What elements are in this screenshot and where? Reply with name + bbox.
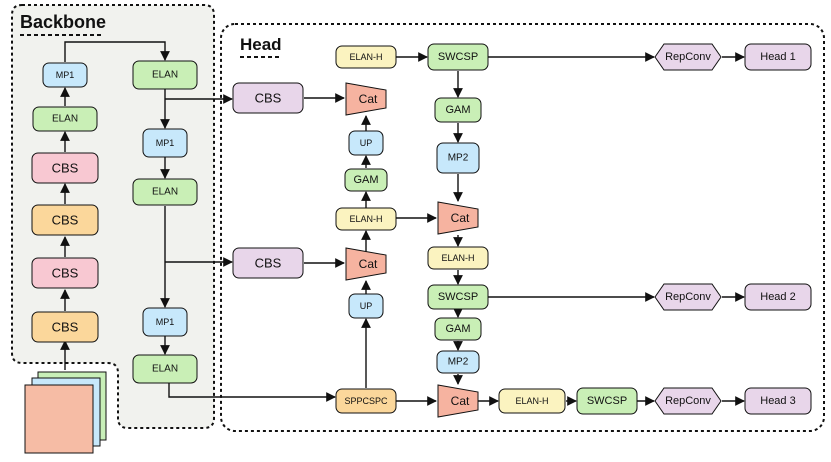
node-label: Cat: [359, 257, 378, 271]
node-label: Cat: [359, 92, 378, 106]
node-label: GAM: [445, 104, 470, 116]
edge-arrow: [64, 41, 170, 62]
node-label: CBS: [52, 161, 79, 176]
node-label: ELAN: [152, 364, 178, 375]
node-label: UP: [360, 301, 373, 311]
node-bb-cbs4: CBS: [31, 311, 99, 343]
node-h-gam-left: GAM: [344, 168, 388, 192]
node-h-gam2: GAM: [434, 317, 482, 341]
node-h-gam1: GAM: [434, 97, 482, 123]
node-h-cbs-top: CBS: [232, 82, 304, 114]
node-label: CBS: [52, 213, 79, 228]
node-h-sppcspc: SPPCSPC: [335, 388, 397, 414]
node-h-cat4: Cat: [437, 384, 479, 418]
node-h-swcsp1: SWCSP: [427, 43, 489, 71]
node-h-mp2-1: MP2: [436, 142, 480, 174]
node-bb-mp1-a: MP1: [42, 62, 88, 88]
node-h-up1: UP: [348, 130, 384, 156]
node-h-up2: UP: [348, 293, 384, 319]
node-label: Head 3: [760, 395, 795, 407]
node-label: MP1: [156, 317, 175, 327]
node-label: MP2: [448, 357, 469, 368]
node-h-head2: Head 2: [744, 283, 812, 311]
node-bb-elan-d: ELAN: [132, 354, 198, 384]
backbone-title: Backbone: [20, 12, 106, 32]
node-h-cbs-mid: CBS: [232, 247, 304, 279]
node-h-head1: Head 1: [744, 43, 812, 71]
node-label: UP: [360, 138, 373, 148]
node-label: MP2: [448, 153, 469, 164]
node-label: ELAN: [152, 187, 178, 198]
node-label: RepConv: [665, 395, 711, 407]
node-h-elanh-c: ELAN-H: [427, 246, 489, 270]
node-h-elanh-top: ELAN-H: [335, 45, 397, 69]
node-bb-cbs2: CBS: [31, 204, 99, 236]
node-label: SWCSP: [438, 51, 478, 63]
node-label: CBS: [255, 91, 282, 106]
node-h-cat3: Cat: [437, 201, 479, 235]
node-bb-cbs3: CBS: [31, 257, 99, 289]
node-label: CBS: [52, 320, 79, 335]
node-label: Head 2: [760, 291, 795, 303]
node-h-elanh-mid: ELAN-H: [335, 207, 397, 231]
node-label: ELAN-H: [515, 396, 548, 406]
input-image-stack: [24, 371, 107, 454]
head-region: [220, 23, 825, 432]
node-label: ELAN-H: [441, 253, 474, 263]
node-label: Cat: [451, 211, 470, 225]
node-label: MP1: [56, 70, 75, 80]
node-h-repconv2: RepConv: [654, 283, 722, 311]
node-label: ELAN-H: [349, 52, 382, 62]
node-h-swcsp3: SWCSP: [576, 387, 638, 415]
node-label: ELAN-H: [349, 214, 382, 224]
node-h-swcsp2: SWCSP: [427, 284, 489, 310]
node-bb-cbs1: CBS: [31, 152, 99, 184]
node-h-head3: Head 3: [744, 387, 812, 415]
edge-arrow: [168, 383, 336, 402]
node-bb-mp1-b: MP1: [142, 128, 188, 158]
node-label: GAM: [353, 174, 378, 186]
node-bb-elan-c: ELAN: [132, 178, 198, 206]
node-label: Head 1: [760, 51, 795, 63]
node-bb-elan-b: ELAN: [132, 60, 198, 90]
node-h-repconv1: RepConv: [654, 43, 722, 71]
node-label: ELAN: [152, 70, 178, 81]
node-label: GAM: [445, 323, 470, 335]
node-label: SPPCSPC: [344, 396, 388, 406]
head-title: Head: [240, 35, 282, 54]
node-label: MP1: [156, 138, 175, 148]
node-h-cat1: Cat: [345, 82, 387, 116]
node-bb-mp1-c: MP1: [142, 307, 188, 337]
node-label: ELAN: [52, 114, 78, 125]
node-h-cat2: Cat: [345, 247, 387, 281]
node-bb-elan-a: ELAN: [32, 106, 98, 132]
node-h-repconv3: RepConv: [654, 387, 722, 415]
node-label: CBS: [255, 256, 282, 271]
node-label: RepConv: [665, 51, 711, 63]
node-label: CBS: [52, 266, 79, 281]
node-label: Cat: [451, 394, 470, 408]
node-label: SWCSP: [587, 395, 627, 407]
node-h-elanh-bot: ELAN-H: [498, 388, 566, 414]
node-label: SWCSP: [438, 291, 478, 303]
node-label: RepConv: [665, 291, 711, 303]
node-h-mp2-2: MP2: [436, 350, 480, 374]
